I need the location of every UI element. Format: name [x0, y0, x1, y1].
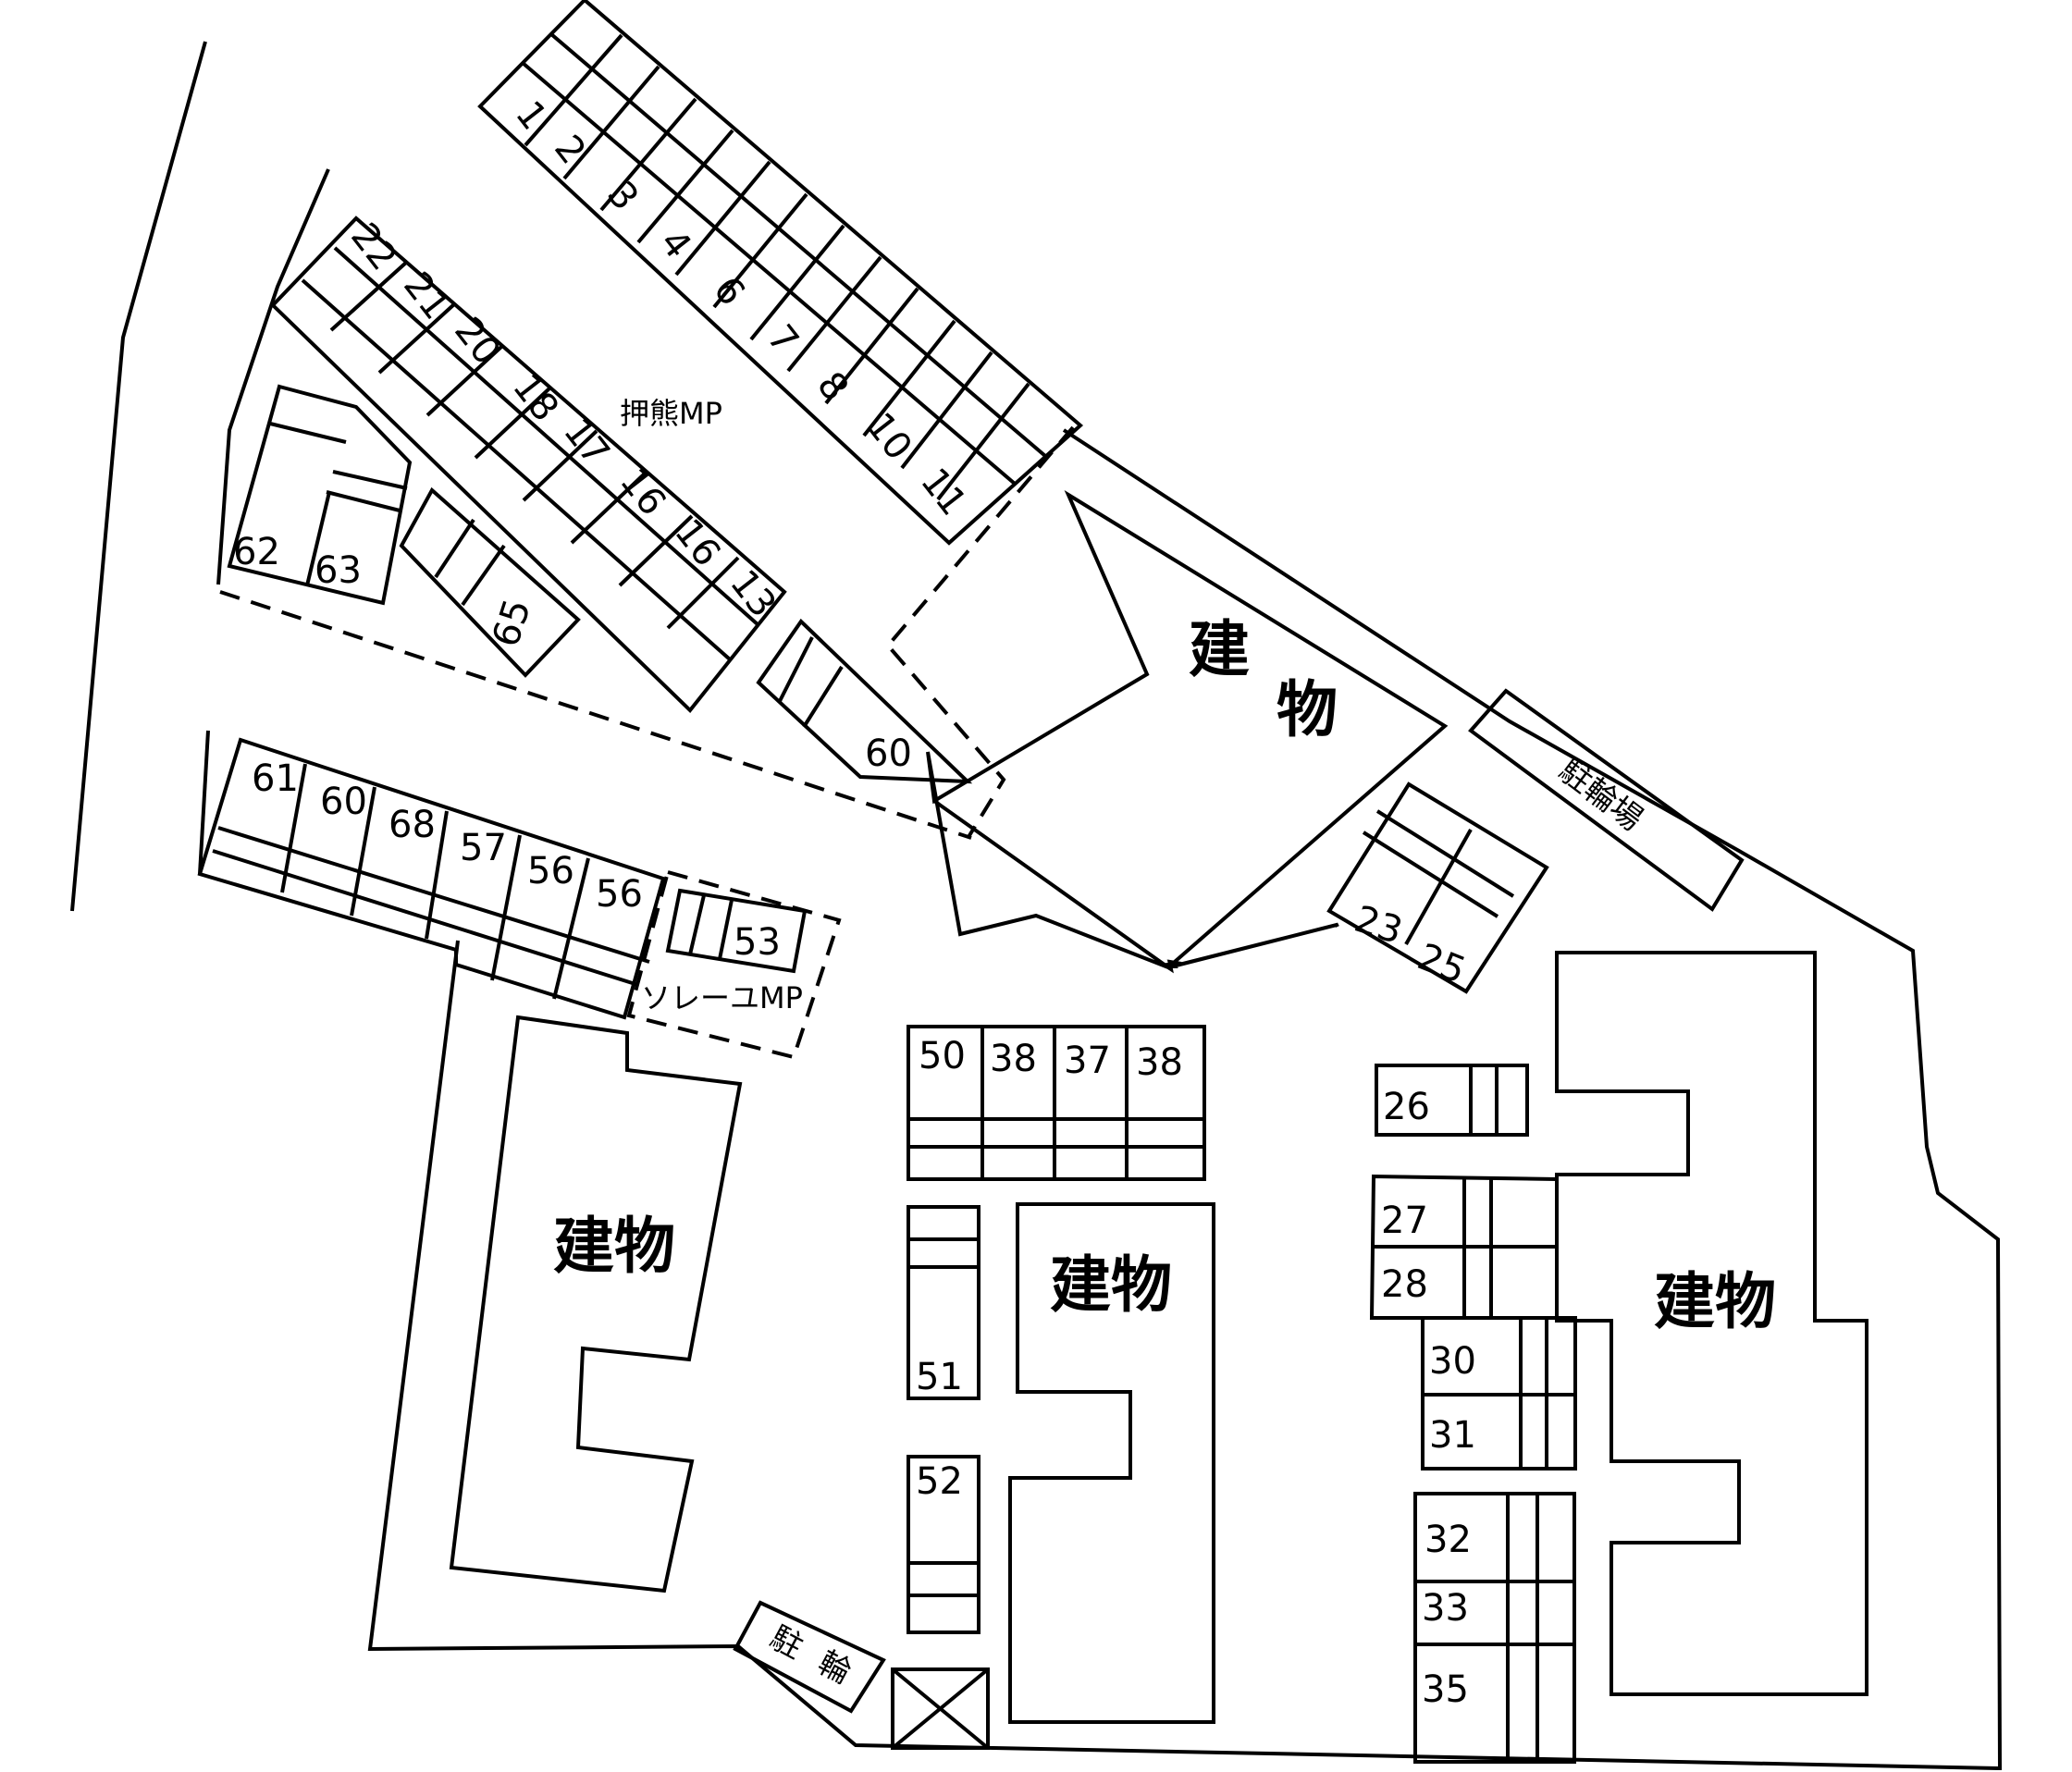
- space-label-23: 23: [1350, 898, 1408, 953]
- building-label-middle: 建物: [1050, 1249, 1172, 1321]
- dashed-boundaries: [219, 425, 1075, 1060]
- space-label: 57: [460, 827, 507, 869]
- space-label: 38: [1136, 1041, 1183, 1084]
- space-label-51: 51: [916, 1356, 963, 1398]
- space-label: 32: [1424, 1519, 1472, 1561]
- space-51: [906, 1205, 980, 1400]
- space-block-62-63: [227, 384, 413, 606]
- space-label: 30: [1429, 1340, 1476, 1383]
- space-label: 16: [666, 511, 729, 574]
- middle-row-labels: 50 38 37 38: [919, 1035, 1183, 1084]
- west-row-labels: 61 60 68 57 56 56: [252, 757, 643, 916]
- building-label-northeast-2: 物: [1276, 674, 1338, 745]
- space-block-65: [399, 486, 581, 678]
- space-label: 8: [808, 364, 857, 409]
- space-label: 27: [1381, 1200, 1428, 1242]
- space-label-60: 60: [865, 732, 912, 775]
- space-column-east: [1369, 1064, 1577, 1764]
- oshikuma-mp-label: 押熊MP: [620, 396, 722, 431]
- space-52: [906, 1455, 980, 1634]
- space-label: 38: [990, 1038, 1037, 1080]
- space-label: 68: [388, 804, 436, 846]
- space-label: 37: [1064, 1040, 1111, 1082]
- space-label: 50: [919, 1035, 966, 1077]
- bicycle-parking-area: [1468, 688, 1745, 912]
- space-label: 20: [446, 310, 509, 373]
- space-label-53: 53: [734, 921, 781, 964]
- building-west-outline: [449, 1015, 743, 1594]
- space-label: 61: [252, 757, 299, 800]
- space-label: 17: [555, 411, 618, 474]
- space-label: 56: [527, 850, 574, 892]
- building-label-east: 建物: [1654, 1266, 1776, 1337]
- space-label-63: 63: [314, 549, 362, 592]
- space-row-top: [477, 0, 1084, 546]
- space-label: 6: [705, 269, 753, 314]
- space-label: 3: [598, 174, 647, 218]
- space-row-west: [197, 737, 666, 1020]
- space-label: 2: [546, 128, 594, 172]
- building-northeast-outline: [926, 489, 1449, 974]
- space-label: 35: [1422, 1668, 1469, 1711]
- space-label: 60: [320, 781, 367, 823]
- space-label: 1: [507, 93, 555, 138]
- space-label: 56: [596, 873, 643, 916]
- space-row-middle: [906, 1025, 1206, 1181]
- space-label: 28: [1381, 1263, 1428, 1306]
- space-block-53: [665, 888, 808, 974]
- space-label: 16: [611, 461, 674, 523]
- space-label: 4: [651, 222, 699, 266]
- bicycle-label-2: 輪: [812, 1644, 857, 1692]
- space-label-25: 25: [1412, 936, 1471, 993]
- solare-mp-label: ソレーユMP: [641, 980, 803, 1015]
- building-label-northeast-1: 建: [1189, 614, 1250, 685]
- space-label-52: 52: [916, 1460, 963, 1503]
- space-label: 31: [1429, 1414, 1476, 1457]
- space-label: 21: [395, 265, 458, 327]
- bicycle-label-1: 駐: [764, 1619, 809, 1667]
- space-block-23-25: [1326, 781, 1549, 994]
- space-label: 33: [1422, 1587, 1469, 1630]
- building-middle-outline: [1008, 1202, 1215, 1724]
- space-label-62: 62: [233, 531, 280, 573]
- space-label: 26: [1383, 1086, 1430, 1128]
- space-label: 13: [722, 562, 784, 625]
- west-boundary: [70, 41, 330, 912]
- bicycle-spot-bottom: [733, 1600, 886, 1714]
- x-box: [891, 1667, 990, 1750]
- building-label-west: 建物: [553, 1211, 675, 1282]
- space-label: 11: [912, 461, 975, 523]
- site-boundary: [367, 428, 2003, 1771]
- space-block-60: [756, 618, 973, 784]
- space-row-second: [270, 215, 787, 713]
- east-column-labels: 26 27 28 30 31 32 33 35: [1381, 1086, 1476, 1711]
- building-east-outline: [1555, 951, 1868, 1696]
